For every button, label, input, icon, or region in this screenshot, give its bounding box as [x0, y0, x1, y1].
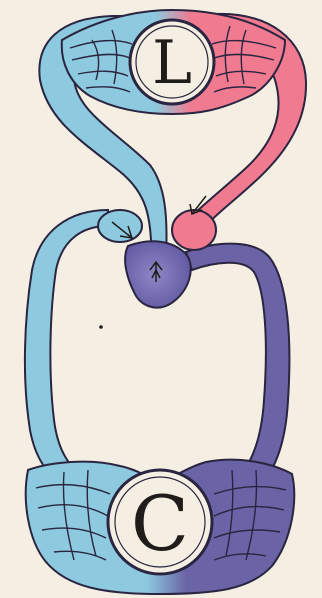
vena-cava-vessel: [25, 210, 108, 488]
lung-letter: L: [152, 28, 192, 98]
aorta-vessel: [186, 244, 289, 488]
left-atrium: [172, 210, 216, 250]
right-atrium: [98, 210, 142, 242]
body-letter: C: [131, 479, 189, 568]
stray-dot: [99, 325, 103, 329]
